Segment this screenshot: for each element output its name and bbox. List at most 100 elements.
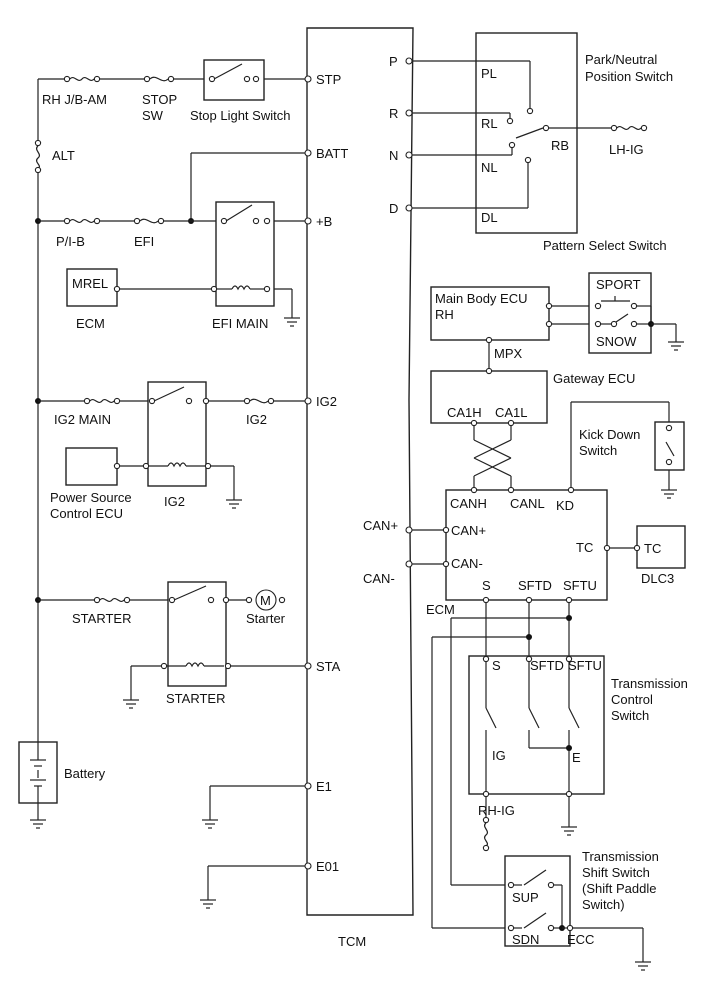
- dlc3: TC DLC3: [610, 525, 686, 586]
- tcm-pin-can-minus: [405, 560, 413, 568]
- tcm-terminal-r: R: [389, 106, 398, 121]
- p-i-b-label: P/I-B: [56, 234, 85, 249]
- ecc-label: ECC: [567, 932, 594, 947]
- tcm-terminal-can-plus: CAN+: [363, 518, 398, 533]
- kick-down-switch: Kick Down Switch: [570, 401, 685, 499]
- tcs-label-2: Control: [611, 692, 653, 707]
- nl-label: NL: [481, 160, 498, 175]
- psc-ecu-label-1: Power Source: [50, 490, 132, 505]
- tcm-pin-can-plus: [405, 526, 413, 534]
- can-twisted-pair: [473, 426, 512, 487]
- ig2-relay-label: IG2: [164, 494, 185, 509]
- ecm-sftd-label: SFTD: [518, 578, 552, 593]
- tss-label-1: Transmission: [582, 849, 659, 864]
- stop-light-switch: Stop Light Switch: [190, 59, 305, 123]
- pl-label: PL: [481, 66, 497, 81]
- tcm-terminal-n: N: [389, 148, 398, 163]
- starter-relay: STARTER: [123, 581, 305, 709]
- tcm-pin-ig2: [304, 397, 312, 405]
- ecm-right: CANH CANL KD CAN+ CAN- TC S SFTD SFTU EC…: [412, 486, 611, 617]
- rh-jb-am-label: RH J/B-AM: [42, 92, 107, 107]
- tcm-terminal-sta: STA: [316, 659, 341, 674]
- power-source-control-ecu: Power Source Control ECU: [50, 447, 143, 521]
- tcm-pin-batt: [304, 149, 312, 157]
- ecm-right-label: ECM: [426, 602, 455, 617]
- stp-circuit: RH J/B-AM STOP SW: [38, 75, 204, 123]
- tcm-pin-plus-b: [304, 217, 312, 225]
- tcm-label: TCM: [338, 934, 366, 949]
- ecm-can-plus-label: CAN+: [451, 523, 486, 538]
- kd-label: KD: [556, 498, 574, 513]
- motor-symbol: M: [260, 593, 271, 608]
- tcm-terminal-p: P: [389, 54, 398, 69]
- sport-label: SPORT: [596, 277, 641, 292]
- tcm-terminal-d: D: [389, 201, 398, 216]
- tss-label-3: (Shift Paddle: [582, 881, 656, 896]
- stop-light-switch-label: Stop Light Switch: [190, 108, 290, 123]
- ig2-relay: IG2 IG2: [142, 381, 305, 509]
- starter-motor-label: Starter: [246, 611, 286, 626]
- sport-snow-switch: SPORT SNOW: [588, 272, 684, 354]
- ca1h-label: CA1H: [447, 405, 482, 420]
- canl-label: CANL: [510, 496, 545, 511]
- snow-label: SNOW: [596, 334, 637, 349]
- psc-ecu-label-2: Control ECU: [50, 506, 123, 521]
- tcm-pin-n: [405, 151, 413, 159]
- tcm-terminal-can-minus: CAN-: [363, 571, 395, 586]
- tcm-pin-p: [405, 57, 413, 65]
- tcm-pin-e1: [304, 782, 312, 790]
- mbecu-label-2: RH: [435, 307, 454, 322]
- kick-down-label-1: Kick Down: [579, 427, 640, 442]
- ecm-can-minus-label: CAN-: [451, 556, 483, 571]
- tcs-ig-label: IG: [492, 748, 506, 763]
- dlc3-label: DLC3: [641, 571, 674, 586]
- transmission-control-switch: S SFTD SFTU IG E RH-IG Transmission Cont…: [468, 603, 688, 852]
- dlc3-tc-label: TC: [644, 541, 661, 556]
- tcs-e-label: E: [572, 750, 581, 765]
- efi-main-relay: EFI MAIN: [210, 201, 305, 331]
- tcm-terminal-e01: E01: [316, 859, 339, 874]
- sdn-label: SDN: [512, 932, 539, 947]
- park-neutral-position-switch: PL RL NL DL RB LH-IG Park/Neutral Positi…: [412, 32, 673, 253]
- stop-sw-label-2: SW: [142, 108, 164, 123]
- rl-label: RL: [481, 116, 498, 131]
- tcm-pin-r: [405, 109, 413, 117]
- mbecu-label-1: Main Body ECU: [435, 291, 527, 306]
- pattern-select-switch-label: Pattern Select Switch: [543, 238, 667, 253]
- tcm-left-terminals: STP BATT +B IG2 STA E1 E01: [304, 72, 348, 874]
- dl-label: DL: [481, 210, 498, 225]
- rh-ig-label: RH-IG: [478, 803, 515, 818]
- alt-label: ALT: [52, 148, 75, 163]
- tss-label-2: Shift Switch: [582, 865, 650, 880]
- canh-label: CANH: [450, 496, 487, 511]
- mpx-label: MPX: [494, 346, 523, 361]
- tcm-pin-d: [405, 204, 413, 212]
- lh-ig-label: LH-IG: [609, 142, 644, 157]
- sup-label: SUP: [512, 890, 539, 905]
- tcm-pin-stp: [304, 75, 312, 83]
- ecm-sftu-label: SFTU: [563, 578, 597, 593]
- alt-fusible-link: ALT: [34, 139, 75, 174]
- starter-relay-label: STARTER: [166, 691, 225, 706]
- tcm-pin-e01: [304, 862, 312, 870]
- ecm-mrel: MREL ECM: [66, 268, 211, 331]
- efi-main-label: EFI MAIN: [212, 316, 268, 331]
- e01-ground: [200, 865, 305, 909]
- pnp-label-1: Park/Neutral: [585, 52, 657, 67]
- main-body-ecu-rh: Main Body ECU RH MPX: [430, 286, 589, 371]
- gateway-ecu-label: Gateway ECU: [553, 371, 635, 386]
- starter-circuit: STARTER: [35, 596, 168, 626]
- ecm-s-label: S: [482, 578, 491, 593]
- ecm-left-label: ECM: [76, 316, 105, 331]
- tss-label-4: Switch): [582, 897, 625, 912]
- ca1l-label: CA1L: [495, 405, 528, 420]
- tcs-label-1: Transmission: [611, 676, 688, 691]
- tcm-terminal-ig2: IG2: [316, 394, 337, 409]
- paddle-wiring: [431, 615, 572, 929]
- battery-label: Battery: [64, 766, 106, 781]
- stop-sw-label-1: STOP: [142, 92, 177, 107]
- efi-label: EFI: [134, 234, 154, 249]
- battery: Battery: [18, 741, 106, 829]
- tcm-terminal-batt: BATT: [316, 146, 348, 161]
- tcs-s-label: S: [492, 658, 501, 673]
